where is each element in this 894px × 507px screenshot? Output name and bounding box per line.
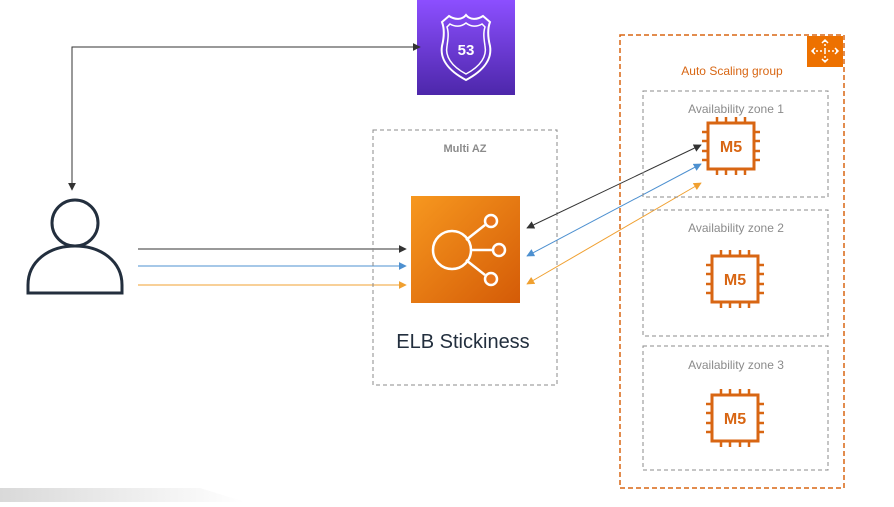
dns-connector (68, 43, 421, 191)
availability-zone-3: Availability zone 3 (642, 345, 829, 471)
elastic-load-balancing-icon (411, 196, 520, 303)
availability-zone-1: Availability zone 1 (642, 90, 829, 198)
sticky-line-black (526, 144, 702, 229)
floor-band (0, 488, 245, 502)
instance-type: M5 (724, 411, 746, 428)
ec2-instance-icon: M5 (706, 389, 764, 447)
zone-label: Availability zone 3 (688, 358, 784, 372)
instance-type: M5 (720, 139, 742, 156)
auto-scaling-group: Auto Scaling group (619, 34, 845, 489)
sticky-line-orange (526, 182, 702, 285)
user-icon (26, 198, 124, 295)
zone-label: Availability zone 1 (688, 102, 784, 116)
user-flow-lines (138, 245, 407, 289)
sticky-flow-lines (526, 144, 702, 285)
zone-label: Availability zone 2 (688, 221, 784, 235)
auto-scaling-label: Auto Scaling group (681, 64, 783, 78)
auto-scaling-icon (807, 36, 843, 67)
multi-az-label: Multi AZ (444, 143, 487, 155)
instance-type: M5 (724, 272, 746, 289)
route53-icon: 53 (417, 0, 515, 95)
availability-zone-2: Availability zone 2 (642, 209, 829, 337)
elb-label: ELB Stickiness (396, 331, 529, 353)
ec2-instance-icon: M5 (702, 117, 760, 175)
route53-number: 53 (458, 42, 475, 59)
ec2-instance-icon: M5 (706, 250, 764, 308)
